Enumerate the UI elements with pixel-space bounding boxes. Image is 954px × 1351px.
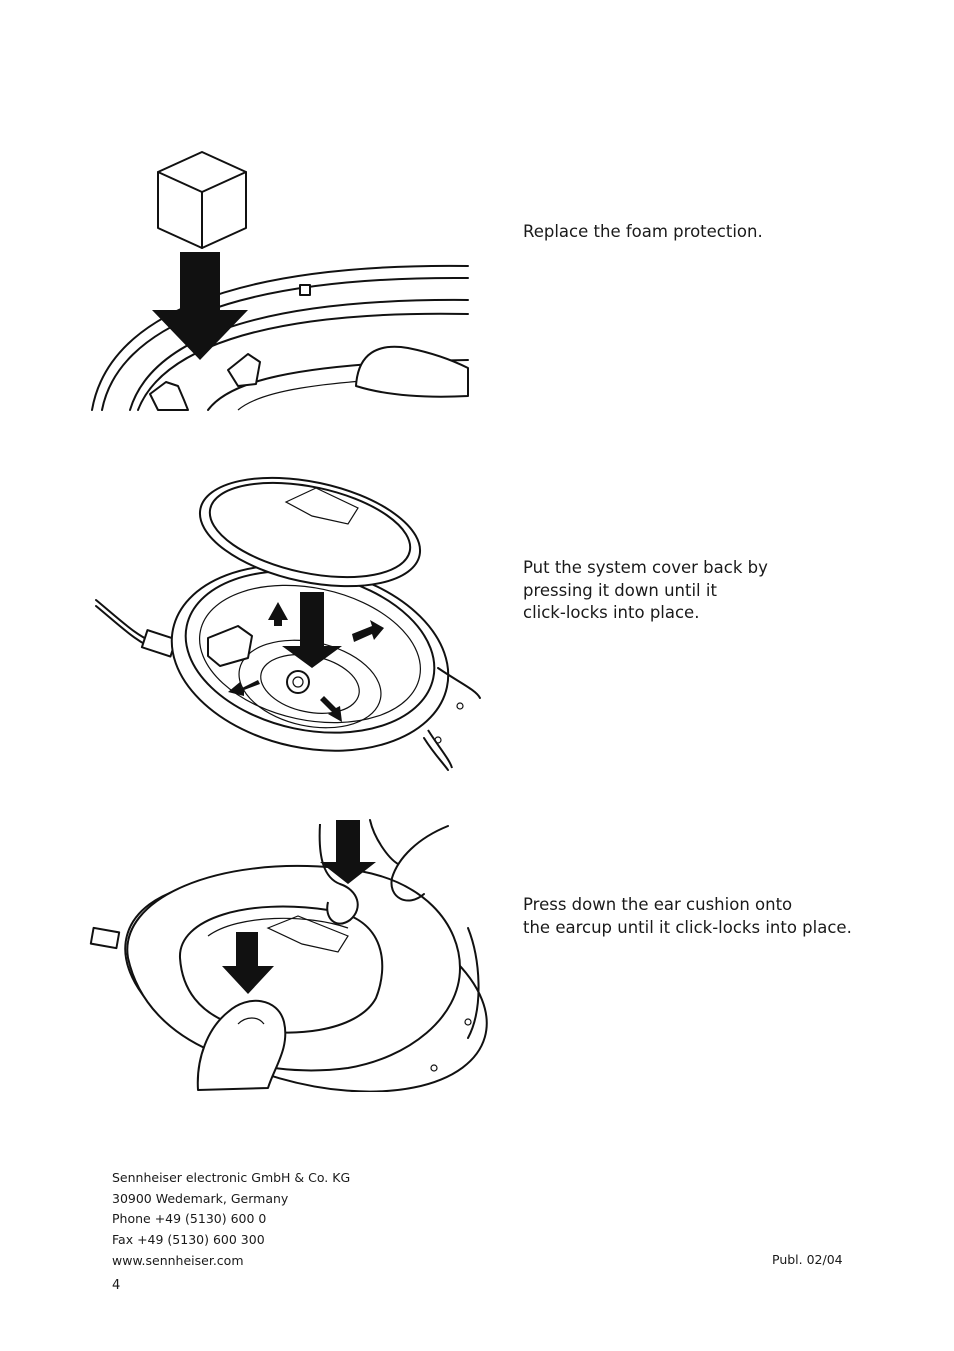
step-2-text: Put the system cover back by pressing it… — [523, 557, 768, 625]
company-address-block: Sennheiser electronic GmbH & Co. KG 3090… — [112, 1168, 350, 1272]
foam-protection-illustration — [91, 151, 469, 411]
company-fax: Fax +49 (5130) 600 300 — [112, 1232, 265, 1248]
company-website: www.sennheiser.com — [112, 1252, 244, 1268]
system-cover-illustration — [95, 476, 481, 771]
step-1-text: Replace the foam protection. — [523, 221, 763, 244]
step-3-line-2: the earcup until it click-locks into pla… — [523, 917, 852, 937]
page-number: 4 — [112, 1278, 121, 1293]
step-3-text: Press down the ear cushion onto the earc… — [523, 894, 852, 939]
publication-number: Publ. 02/04 — [772, 1252, 843, 1267]
ear-cushion-illustration — [89, 819, 488, 1092]
step-2-line-1: Put the system cover back by — [523, 558, 768, 577]
step-3-line-1: Press down the ear cushion onto — [523, 895, 793, 914]
step-2-line-3: click-locks into place. — [523, 603, 700, 622]
step-2-line-2: pressing it down until it — [523, 580, 717, 600]
company-phone: Phone +49 (5130) 600 0 — [112, 1211, 267, 1227]
company-address: 30900 Wedemark, Germany — [112, 1190, 289, 1206]
step-1-line-1: Replace the foam protection. — [523, 222, 763, 241]
company-name: Sennheiser electronic GmbH & Co. KG — [112, 1170, 351, 1185]
